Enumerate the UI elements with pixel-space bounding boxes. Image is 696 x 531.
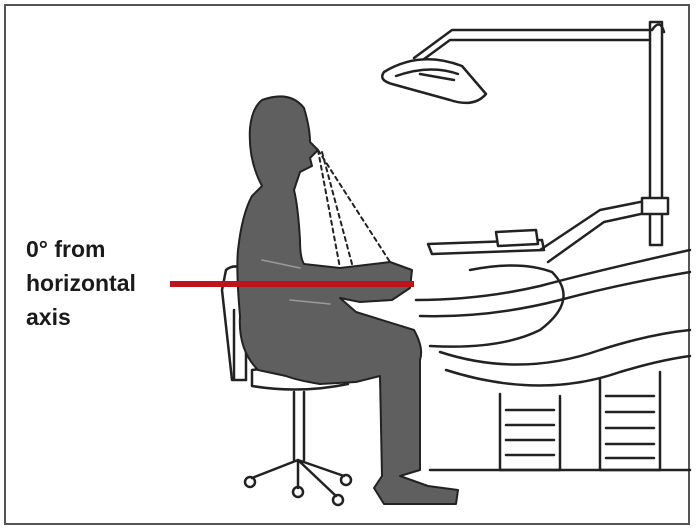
- annotation-line-3: axis: [26, 300, 136, 334]
- instrument-tray-icon: [428, 198, 668, 262]
- dental-operating-light-icon: [382, 22, 664, 245]
- sight-lines: [318, 150, 390, 268]
- annotation-line-1: 0° from: [26, 232, 136, 266]
- axis-annotation-label: 0° from horizontal axis: [26, 232, 136, 334]
- annotation-line-2: horizontal: [26, 266, 136, 300]
- dental-patient-chair-icon: [416, 250, 690, 470]
